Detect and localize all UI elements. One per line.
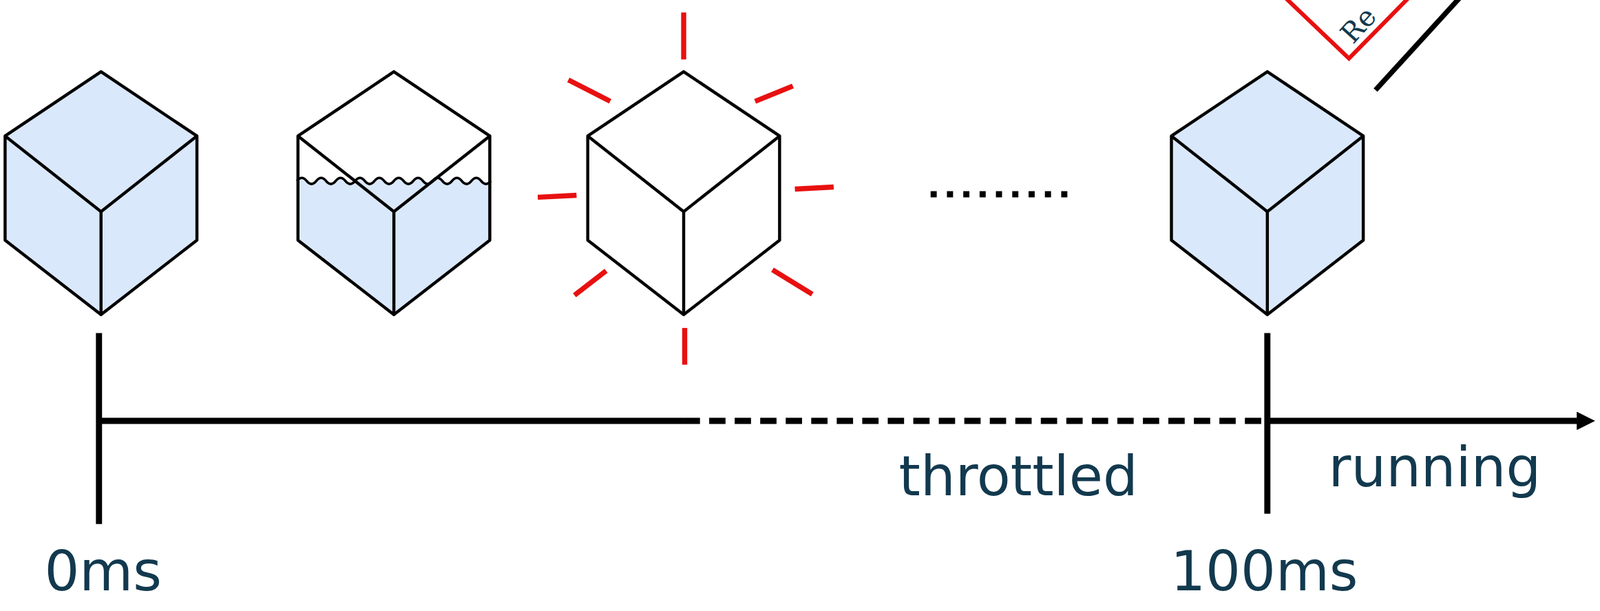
full-cube <box>4 71 197 315</box>
time-label: 100ms <box>1170 543 1358 599</box>
empty-cube <box>587 71 781 315</box>
draining-cube <box>298 71 491 315</box>
refill-stamp <box>1283 0 1462 91</box>
water-fill <box>298 71 491 315</box>
time-label: 0ms <box>44 543 162 599</box>
state-label: running <box>1328 439 1542 496</box>
stamp-text: Re <box>1335 1 1382 48</box>
refilled-cube <box>1171 71 1364 315</box>
state-label: throttled <box>899 448 1139 504</box>
draining-cube-outline <box>298 71 491 315</box>
timeline-axis <box>99 333 1588 524</box>
alarm-rays <box>537 12 834 365</box>
ellipsis-dots <box>930 191 1078 198</box>
water-line <box>296 177 491 184</box>
